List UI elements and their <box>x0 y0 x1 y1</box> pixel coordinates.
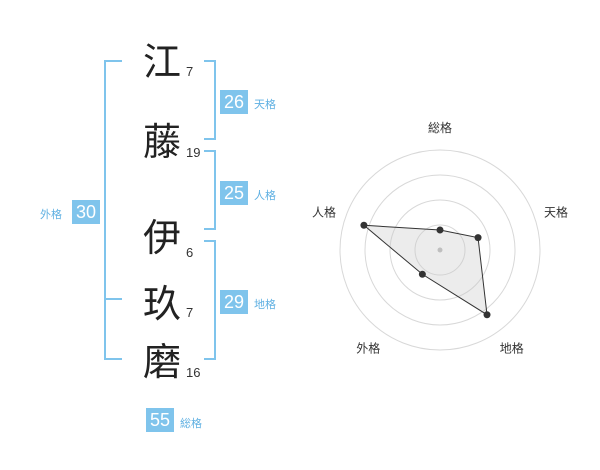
tenkaku-bracket <box>204 60 216 140</box>
given-char-3: 磨 <box>142 340 181 384</box>
soukaku-badge: 55 <box>146 408 174 432</box>
radar-point-1 <box>436 226 444 234</box>
given-char-2: 玖 <box>142 282 181 326</box>
radar-axis-label-2: 天格 <box>544 204 568 219</box>
chikaku-bracket <box>204 240 216 360</box>
tenkaku-badge: 26 <box>220 90 248 114</box>
radar-axis-label-5: 人格 <box>312 204 336 219</box>
tenkaku-label: 天格 <box>254 98 276 111</box>
gaikaku-badge: 30 <box>72 200 100 224</box>
surname-char-1: 江 <box>142 40 181 84</box>
radar-point-3 <box>483 311 491 319</box>
soukaku-label: 総格 <box>180 417 202 430</box>
jinkaku-badge: 25 <box>220 181 248 205</box>
radar-point-4 <box>418 270 426 278</box>
jinkaku-bracket <box>204 150 216 230</box>
stroke-count-3: 6 <box>186 245 194 260</box>
radar-ring <box>414 224 466 276</box>
stroke-count-4: 7 <box>186 305 194 320</box>
surname-char-2: 藤 <box>142 120 181 164</box>
radar-point-2 <box>474 234 482 242</box>
radar-grid <box>339 149 541 351</box>
stroke-count-5: 16 <box>186 365 201 380</box>
radar-ring <box>389 199 491 301</box>
radar-area <box>362 224 488 316</box>
gaikaku-bracket-tick <box>104 298 122 300</box>
chikaku-badge: 29 <box>220 290 248 314</box>
given-char-1: 伊 <box>142 216 181 260</box>
jinkaku-label: 人格 <box>254 189 276 202</box>
radar-center <box>437 247 443 253</box>
gaikaku-bracket <box>104 60 122 360</box>
radar-axis-label-4: 外格 <box>356 341 380 356</box>
radar-axis-label-1: 総格 <box>428 120 452 135</box>
radar-ring <box>339 149 541 351</box>
radar-point-5 <box>360 221 368 229</box>
radar-ring <box>364 174 516 326</box>
gaikaku-label: 外格 <box>40 208 62 221</box>
stroke-count-2: 19 <box>186 145 201 160</box>
stroke-count-1: 7 <box>186 64 194 79</box>
chikaku-label: 地格 <box>254 298 276 311</box>
radar-axis-label-3: 地格 <box>500 341 524 356</box>
